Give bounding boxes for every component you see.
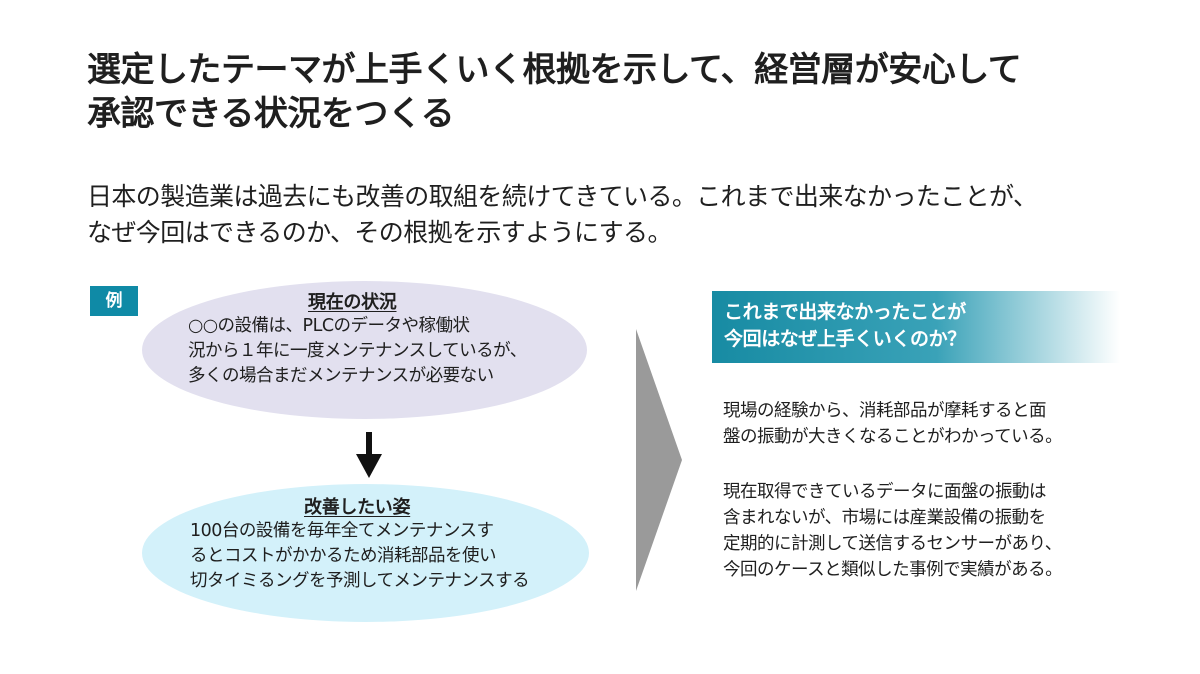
chevron-right-icon — [636, 329, 682, 591]
answer-paragraph-1-line-2: 盤の振動が大きくなることがわかっている。 — [723, 427, 1063, 447]
down-arrow-icon — [356, 432, 382, 478]
current-state-line-3: 多くの場合まだメンテナンスが必要ない — [188, 366, 494, 386]
slide-title: 選定したテーマが上手くいく根拠を示して、経営層が安心して 承認できる状況をつくる — [87, 48, 1147, 136]
example-badge: 例 — [90, 286, 138, 316]
answer-paragraph-1: 現場の経験から、消耗部品が摩耗すると面 盤の振動が大きくなることがわかっている。 — [723, 398, 1143, 450]
slide-subtitle-line-2: なぜ今回はできるのか、その根拠を示すようにする。 — [87, 218, 672, 247]
answer-paragraph-2-line-2: 含まれないが、市場には産業設備の振動を — [723, 508, 1046, 528]
desired-state-heading: 改善したい姿 — [304, 497, 411, 518]
desired-state-text: 100台の設備を毎年全てメンテナンスす るとコストがかかるため消耗部品を使い 切… — [190, 519, 530, 594]
current-state-ellipse — [142, 281, 587, 419]
desired-state-line-1: 100台の設備を毎年全てメンテナンスす — [190, 521, 494, 541]
answer-paragraph-2-line-3: 定期的に計測して送信するセンサーがあり、 — [723, 534, 1062, 554]
answer-paragraph-2-line-1: 現在取得できているデータに面盤の振動は — [723, 482, 1047, 502]
question-banner-text: これまで出来なかったことが 今回はなぜ上手くいくのか？ — [724, 299, 966, 353]
answer-paragraph-2: 現在取得できているデータに面盤の振動は 含まれないが、市場には産業設備の振動を … — [723, 479, 1143, 583]
slide-title-line-1: 選定したテーマが上手くいく根拠を示して、経営層が安心して — [87, 50, 1022, 90]
current-state-line-2: 況から１年に一度メンテナンスしているが、 — [188, 341, 527, 361]
question-banner-line-2: 今回はなぜ上手くいくのか？ — [724, 328, 966, 350]
current-state-line-1: ○○の設備は、PLCのデータや稼働状 — [188, 316, 470, 336]
current-state-heading: 現在の状況 — [308, 292, 397, 313]
question-banner-line-1: これまで出来なかったことが — [724, 301, 966, 323]
slide-subtitle-line-1: 日本の製造業は過去にも改善の取組を続けてきている。これまで出来なかったことが、 — [87, 182, 1038, 211]
desired-state-line-3: 切タイミるングを予測してメンテナンスする — [190, 571, 530, 591]
current-state-text: ○○の設備は、PLCのデータや稼働状 況から１年に一度メンテナンスしているが、 … — [188, 314, 527, 389]
slide-title-line-2: 承認できる状況をつくる — [87, 94, 455, 134]
answer-paragraph-1-line-1: 現場の経験から、消耗部品が摩耗すると面 — [723, 401, 1047, 421]
desired-state-ellipse — [142, 484, 589, 622]
answer-paragraph-2-line-4: 今回のケースと類似した事例で実績がある。 — [723, 560, 1063, 580]
desired-state-line-2: るとコストがかかるため消耗部品を使い — [190, 546, 497, 566]
slide-subtitle: 日本の製造業は過去にも改善の取組を続けてきている。これまで出来なかったことが、 … — [87, 179, 1147, 251]
question-banner: これまで出来なかったことが 今回はなぜ上手くいくのか？ — [712, 291, 1120, 363]
